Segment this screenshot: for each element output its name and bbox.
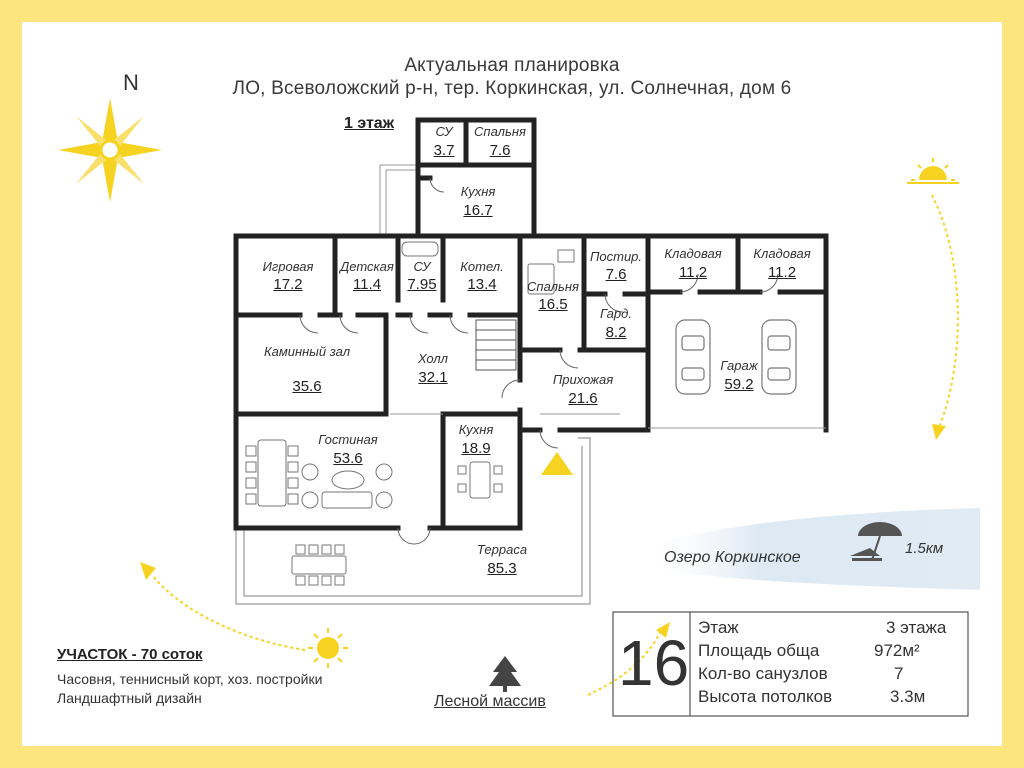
page-title: Актуальная планировка <box>404 55 620 76</box>
room-garage-name: Гараж <box>720 358 758 373</box>
room-terrace-name: Терраса <box>476 542 528 557</box>
listing-number: 16 <box>618 627 690 699</box>
room-storage-1-area: 11.2 <box>678 264 708 281</box>
room-kitchen-top-area: 16.7 <box>463 202 493 219</box>
sun-path-left <box>151 574 306 651</box>
info-area-value: 972м² <box>874 641 920 660</box>
room-playroom-name: Игровая <box>262 259 314 274</box>
info-floors-value: 3 этажа <box>886 618 947 637</box>
terrace-outline <box>235 437 591 605</box>
room-storage-2-name: Кладовая <box>753 246 811 261</box>
room-hall-name: Холл <box>418 351 448 366</box>
room-entry-name: Прихожая <box>552 372 614 387</box>
room-living-area: 53.6 <box>333 450 363 467</box>
room-wc-mid-name: СУ <box>413 259 431 274</box>
room-boiler-area: 13.4 <box>467 276 497 293</box>
room-laundry-name: Постир. <box>589 249 643 264</box>
room-terrace-area: 85.3 <box>487 560 517 577</box>
room-bedroom-top-area: 7.6 <box>489 142 511 159</box>
room-wc-top-name: СУ <box>435 124 453 139</box>
room-storage-2-area: 11.2 <box>767 264 797 281</box>
floor-label: 1 этаж <box>344 115 395 132</box>
address: ЛО, Всеволожский р-н, тер. Коркинская, у… <box>232 78 792 99</box>
sofa-set-icon <box>301 463 393 509</box>
plot-landscape: Ландшафтный дизайн <box>57 690 202 706</box>
room-kids-name: Детская <box>340 259 394 274</box>
info-box <box>612 611 969 717</box>
room-wardrobe-area: 8.2 <box>605 324 627 341</box>
car-icon <box>675 319 711 395</box>
room-playroom-area: 17.2 <box>273 276 303 293</box>
windows <box>390 413 826 429</box>
north-label: N <box>123 70 139 95</box>
walls <box>233 117 829 531</box>
kitchen-table-icon <box>457 461 503 499</box>
room-kitchen-low-name: Кухня <box>458 422 494 437</box>
bed-icon <box>527 249 575 295</box>
room-bedroom-top-name: Спальня <box>474 124 526 139</box>
room-storage-1-name: Кладовая <box>664 246 722 261</box>
terrace-table-icon <box>291 544 347 586</box>
info-floors-key: Этаж <box>698 618 739 637</box>
info-bathrooms-key: Кол-во санузлов <box>698 664 828 683</box>
staircase <box>475 319 517 371</box>
info-ceiling-key: Высота потолков <box>698 687 833 706</box>
plot-title: УЧАСТОК - 70 соток <box>57 646 203 663</box>
sun-icon <box>308 628 348 668</box>
lake-distance: 1.5км <box>905 540 944 557</box>
room-wc-mid-area: 7.95 <box>407 276 437 293</box>
info-area-key: Площадь общa <box>698 641 820 660</box>
room-entry-area: 21.6 <box>568 390 598 407</box>
lake-label: Озеро Коркинское <box>664 549 801 566</box>
sun-path-right <box>931 194 959 426</box>
plot-features: Часовня, теннисный корт, хоз. постройки <box>57 671 323 687</box>
room-garage-area: 59.2 <box>724 376 754 393</box>
room-hall-area: 32.1 <box>418 369 448 386</box>
room-laundry-area: 7.6 <box>605 266 627 283</box>
arrow-bottom-head <box>656 622 670 638</box>
room-kids-area: 11.4 <box>352 276 382 293</box>
room-fireplace-area: 35.6 <box>292 378 322 395</box>
car-icon <box>761 319 797 395</box>
forest-label: Лесной массив <box>434 693 546 710</box>
beach-umbrella-icon <box>850 522 902 561</box>
bathtub-icon <box>401 241 439 257</box>
room-wardrobe-name: Гард. <box>600 306 632 321</box>
sun-path-bottom <box>587 627 663 696</box>
dining-table-icon <box>245 439 299 507</box>
info-bathrooms-value: 7 <box>894 664 904 683</box>
arrow-left-head <box>140 562 156 580</box>
room-bedroom-mid-name: Спальня <box>527 279 579 294</box>
doors <box>299 177 779 545</box>
room-fireplace-name: Каминный зал <box>263 344 351 359</box>
compass-rose-icon <box>58 98 162 202</box>
room-boiler-name: Котел. <box>460 259 504 274</box>
arrow-right-head <box>932 424 946 440</box>
tree-icon <box>489 656 521 692</box>
plan-card <box>22 22 1002 746</box>
info-ceiling-value: 3.3м <box>890 687 926 706</box>
room-bedroom-mid-area: 16.5 <box>538 296 568 313</box>
room-kitchen-top-name: Кухня <box>460 184 496 199</box>
room-wc-top-area: 3.7 <box>433 142 455 159</box>
entrance-marker <box>541 452 573 475</box>
sun-icon <box>907 158 959 184</box>
room-living-name: Гостиная <box>318 432 378 447</box>
room-kitchen-low-area: 18.9 <box>461 440 491 457</box>
annex-outline <box>379 164 418 236</box>
